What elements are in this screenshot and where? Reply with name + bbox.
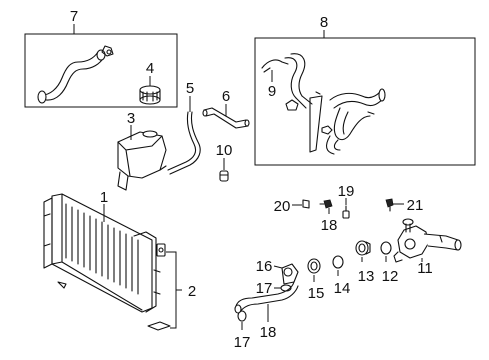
coolant-reservoir: [117, 130, 167, 191]
water-outlet: [393, 218, 462, 263]
thermostat-13: [355, 240, 371, 256]
callout-17: 18: [260, 324, 277, 341]
callout-7: 7: [70, 8, 78, 25]
callout-22: 21: [407, 197, 424, 214]
leader-2: [166, 251, 177, 329]
bracket-21: [302, 199, 310, 209]
callout-6: 6: [222, 88, 230, 105]
fitting-15: [307, 258, 321, 274]
leader-16: [273, 265, 283, 269]
bleeder-screw-22: [385, 198, 394, 212]
callout-18-lower: 17: [234, 334, 251, 351]
callout-16: 16: [256, 258, 273, 275]
lower-hose-17: [234, 281, 299, 314]
callout-21: 20: [274, 198, 291, 215]
callout-9: 9: [268, 83, 276, 100]
inlet-pipe-16: [281, 263, 299, 285]
hose-kit-box-8: [254, 37, 476, 166]
callout-1: 1: [100, 189, 108, 206]
callout-11: 11: [417, 260, 433, 277]
callout-19: 18: [321, 217, 338, 234]
callout-20: 19: [338, 183, 355, 200]
heater-hose-assembly: [261, 53, 386, 155]
gasket-12: [380, 241, 392, 255]
upper-radiator-hose: [37, 45, 114, 104]
callout-10: 10: [216, 142, 233, 159]
hose-6: [202, 107, 250, 129]
clamp-18b: [237, 310, 247, 322]
callout-13: 13: [358, 268, 375, 285]
radiator: [43, 193, 161, 313]
callout-3: 3: [127, 110, 135, 127]
hose-kit-box-7: [24, 33, 178, 108]
callout-4: 4: [146, 60, 154, 77]
callout-12: 12: [382, 268, 399, 285]
callout-15: 15: [308, 285, 325, 302]
callout-18-upper: 17: [256, 280, 273, 297]
callout-14: 14: [334, 280, 351, 297]
seal-14: [332, 255, 344, 269]
radiator-mount: [147, 243, 171, 331]
reservoir-cap: [139, 85, 161, 105]
bolt-20: [342, 205, 350, 219]
callout-2: 2: [188, 283, 196, 300]
callout-8: 8: [320, 14, 328, 31]
overflow-hose: [167, 111, 201, 175]
connector-10: [219, 170, 229, 182]
callout-5: 5: [186, 80, 194, 97]
sensor-19: [319, 199, 333, 209]
